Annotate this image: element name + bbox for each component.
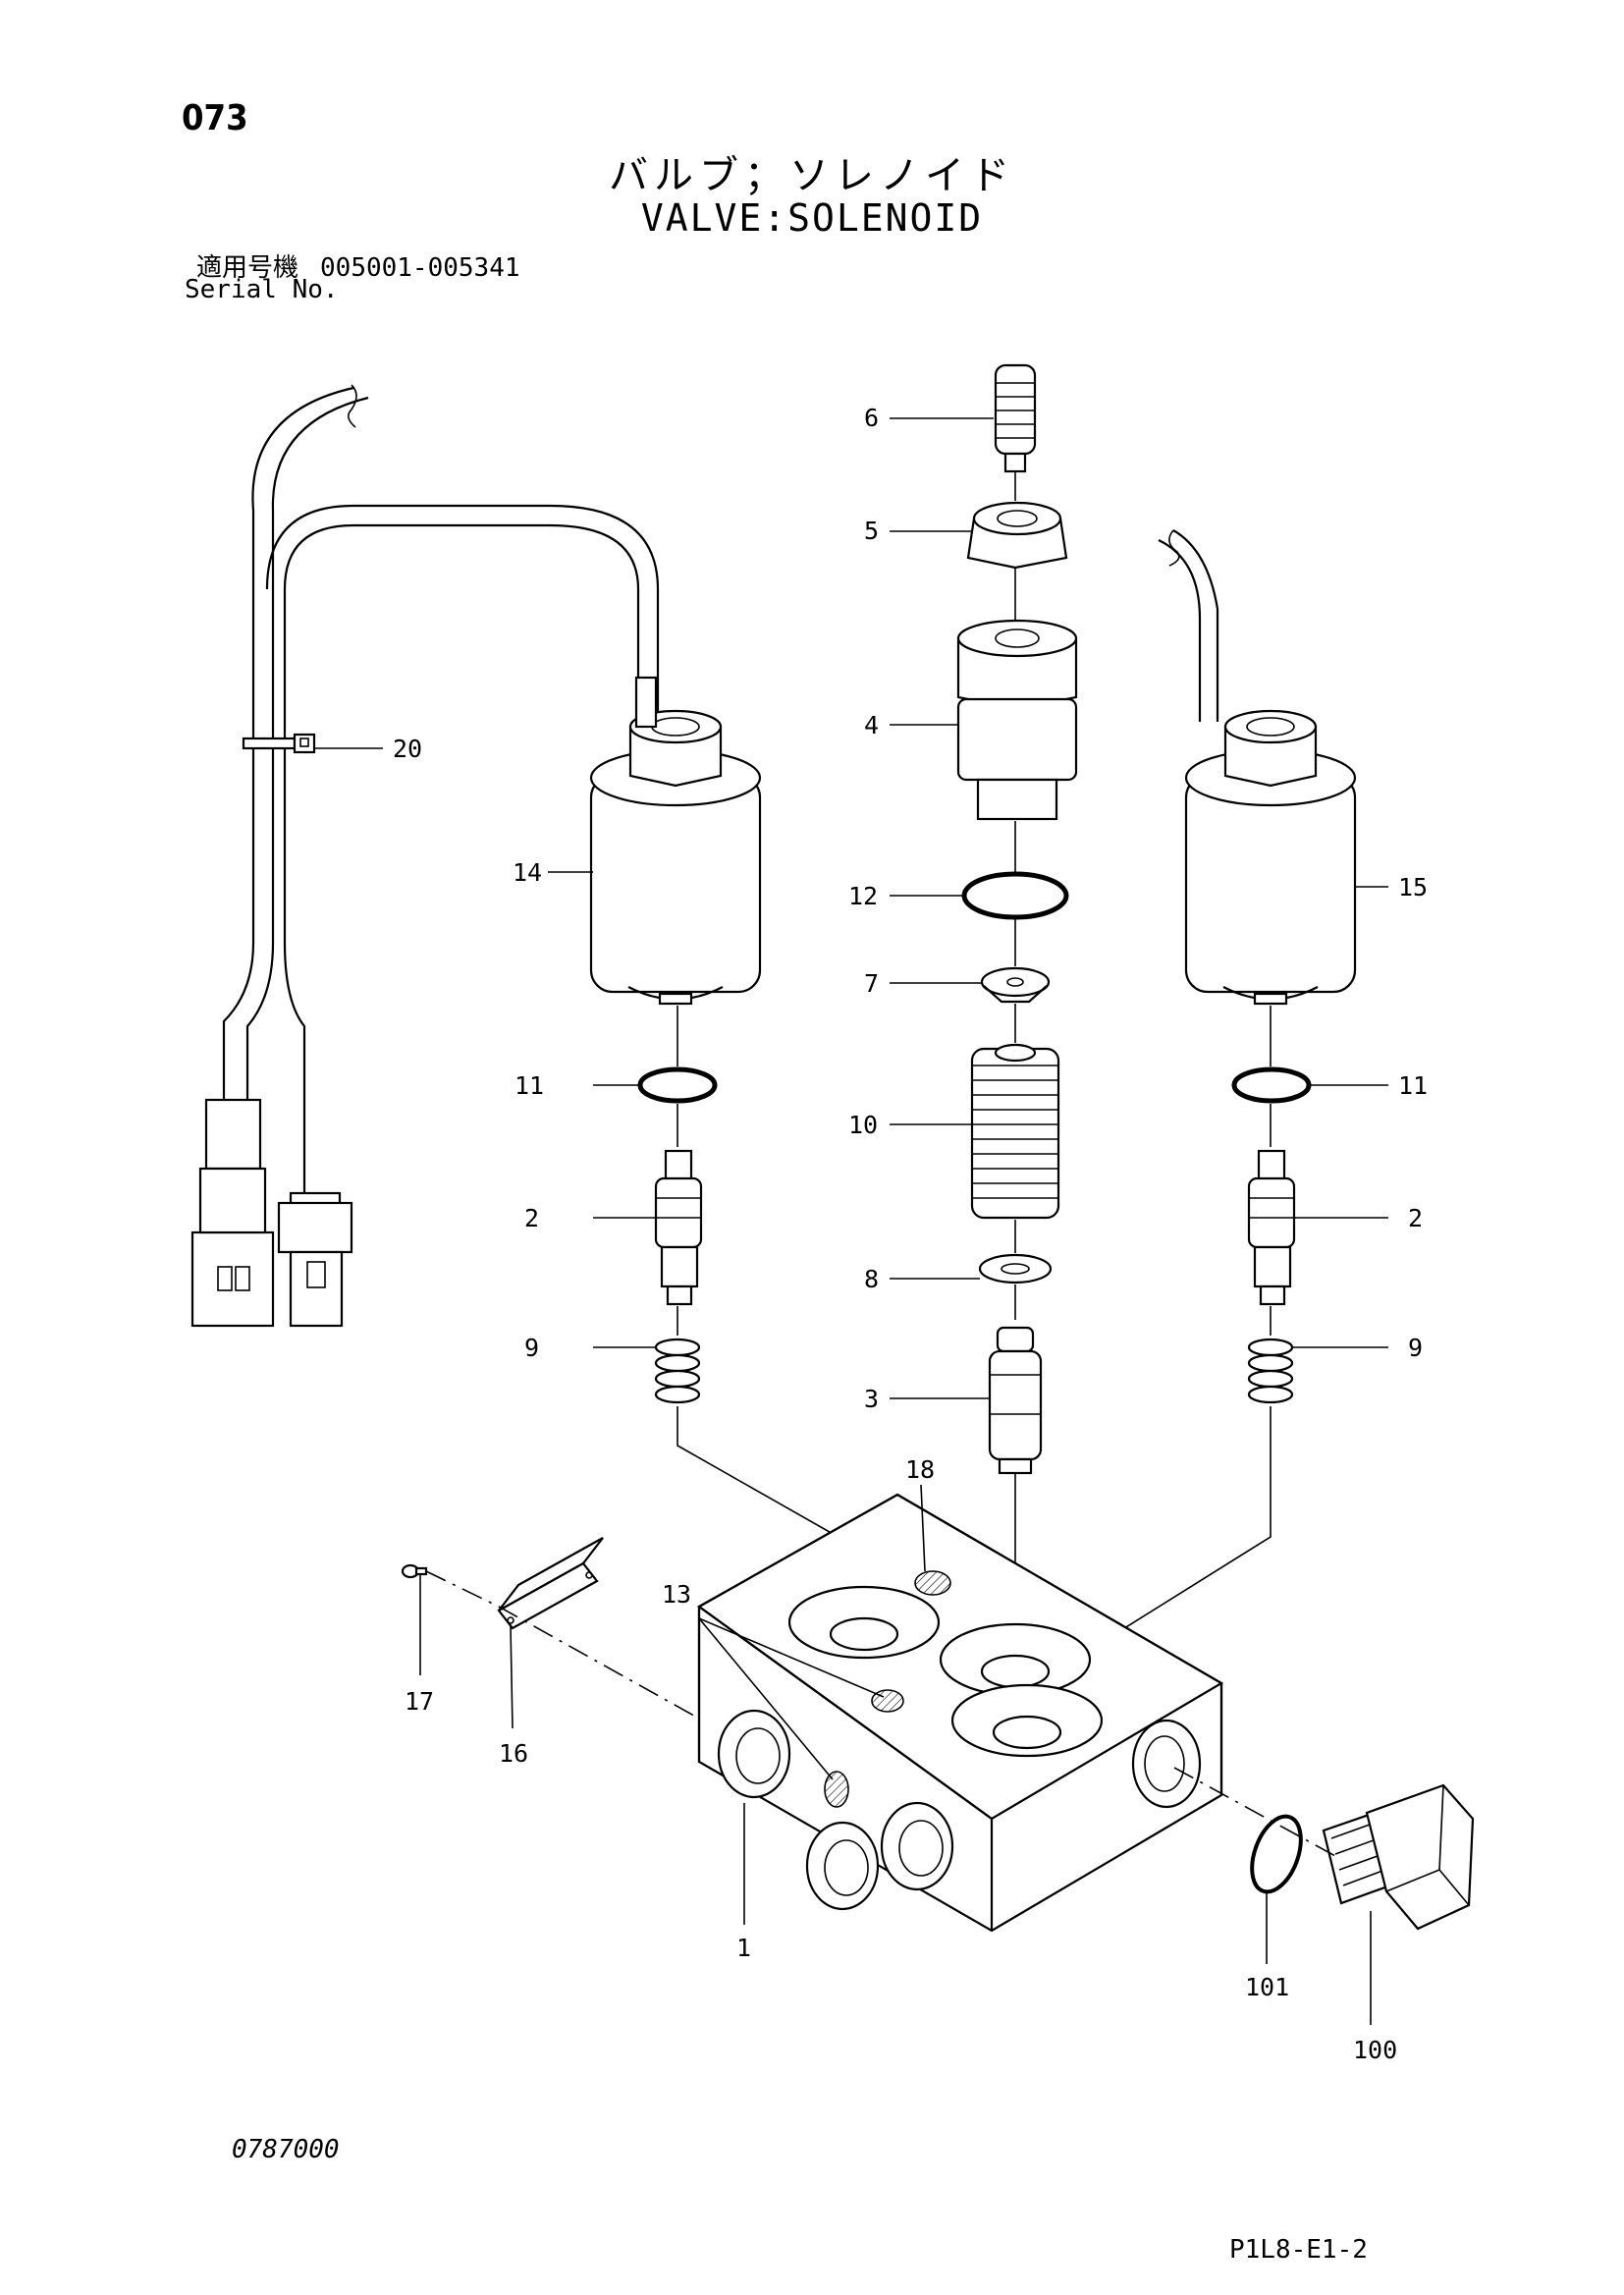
callout-1: 1 (736, 1934, 751, 1962)
hex-plug (1322, 1783, 1475, 1931)
callout-18: 18 (905, 1455, 935, 1484)
o-ring-right (1231, 1066, 1312, 1104)
spring-left (654, 1338, 701, 1404)
callout-5: 5 (864, 517, 879, 545)
plug-mounting-line (1173, 1767, 1336, 1857)
valve-body-plug (956, 619, 1078, 821)
plate-mounting-line (425, 1570, 700, 1720)
callout-7: 7 (864, 969, 879, 998)
serial-label-ja-text: 適用号機 (196, 253, 299, 283)
o-ring-plug (1250, 1814, 1303, 1894)
callout-2-left: 2 (524, 1204, 539, 1232)
poppet (988, 1326, 1043, 1475)
solenoid-coil-left (589, 676, 762, 1006)
callout-10: 10 (848, 1111, 878, 1139)
seat-washer (980, 966, 1051, 1004)
callout-11-right: 11 (1398, 1071, 1428, 1100)
callout-6: 6 (864, 404, 879, 432)
spool-valve-left (654, 1149, 703, 1306)
callout-8: 8 (864, 1265, 879, 1293)
callout-4: 4 (864, 711, 879, 739)
sheet-code: P1L8-E1-2 (1229, 2235, 1368, 2265)
washer-center (978, 1253, 1053, 1284)
page-number: 073 (182, 98, 248, 138)
document-code: 0787000 (232, 2135, 340, 2164)
o-ring-center (961, 871, 1069, 920)
callout-2-right: 2 (1408, 1204, 1423, 1232)
title-japanese: バルブ；ソレノイド (609, 153, 1015, 198)
connector-right (277, 1191, 353, 1328)
callout-101: 101 (1245, 1973, 1289, 2001)
callout-labels: 6 5 4 20 14 12 15 7 11 11 10 2 2 8 9 9 3… (393, 404, 1428, 2064)
connector-left (190, 1098, 275, 1328)
solenoid-coil-right (1158, 529, 1357, 1006)
serial-label-english: Serial No. (185, 275, 339, 304)
callout-17: 17 (405, 1687, 434, 1716)
name-plate (497, 1537, 604, 1630)
leader-lines (314, 417, 1388, 2025)
callout-100: 100 (1353, 2036, 1397, 2064)
o-ring-left (637, 1066, 718, 1104)
callout-9-left: 9 (524, 1334, 539, 1362)
callout-11-left: 11 (514, 1071, 544, 1100)
plate-screw (401, 1563, 428, 1579)
callout-3: 3 (864, 1385, 879, 1413)
callout-12: 12 (848, 882, 878, 910)
serial-label-japanese: 適用号機 005001-005341 (196, 247, 520, 284)
cable-tie (242, 733, 316, 754)
adjusting-screw (994, 363, 1037, 473)
callout-13: 13 (662, 1580, 691, 1609)
callout-14: 14 (513, 858, 542, 887)
serial-range: 005001-005341 (320, 253, 520, 283)
valve-block (696, 1493, 1224, 1933)
title-english: VALVE:SOLENOID (640, 196, 984, 240)
spring-center (970, 1043, 1060, 1220)
spool-valve-right (1247, 1149, 1296, 1306)
callout-15: 15 (1398, 873, 1428, 902)
spring-right (1247, 1338, 1294, 1404)
callout-20: 20 (393, 735, 422, 763)
callout-9-right: 9 (1408, 1334, 1423, 1362)
lock-nut (966, 501, 1068, 570)
wire-harness (222, 384, 660, 1198)
callout-16: 16 (499, 1739, 528, 1768)
